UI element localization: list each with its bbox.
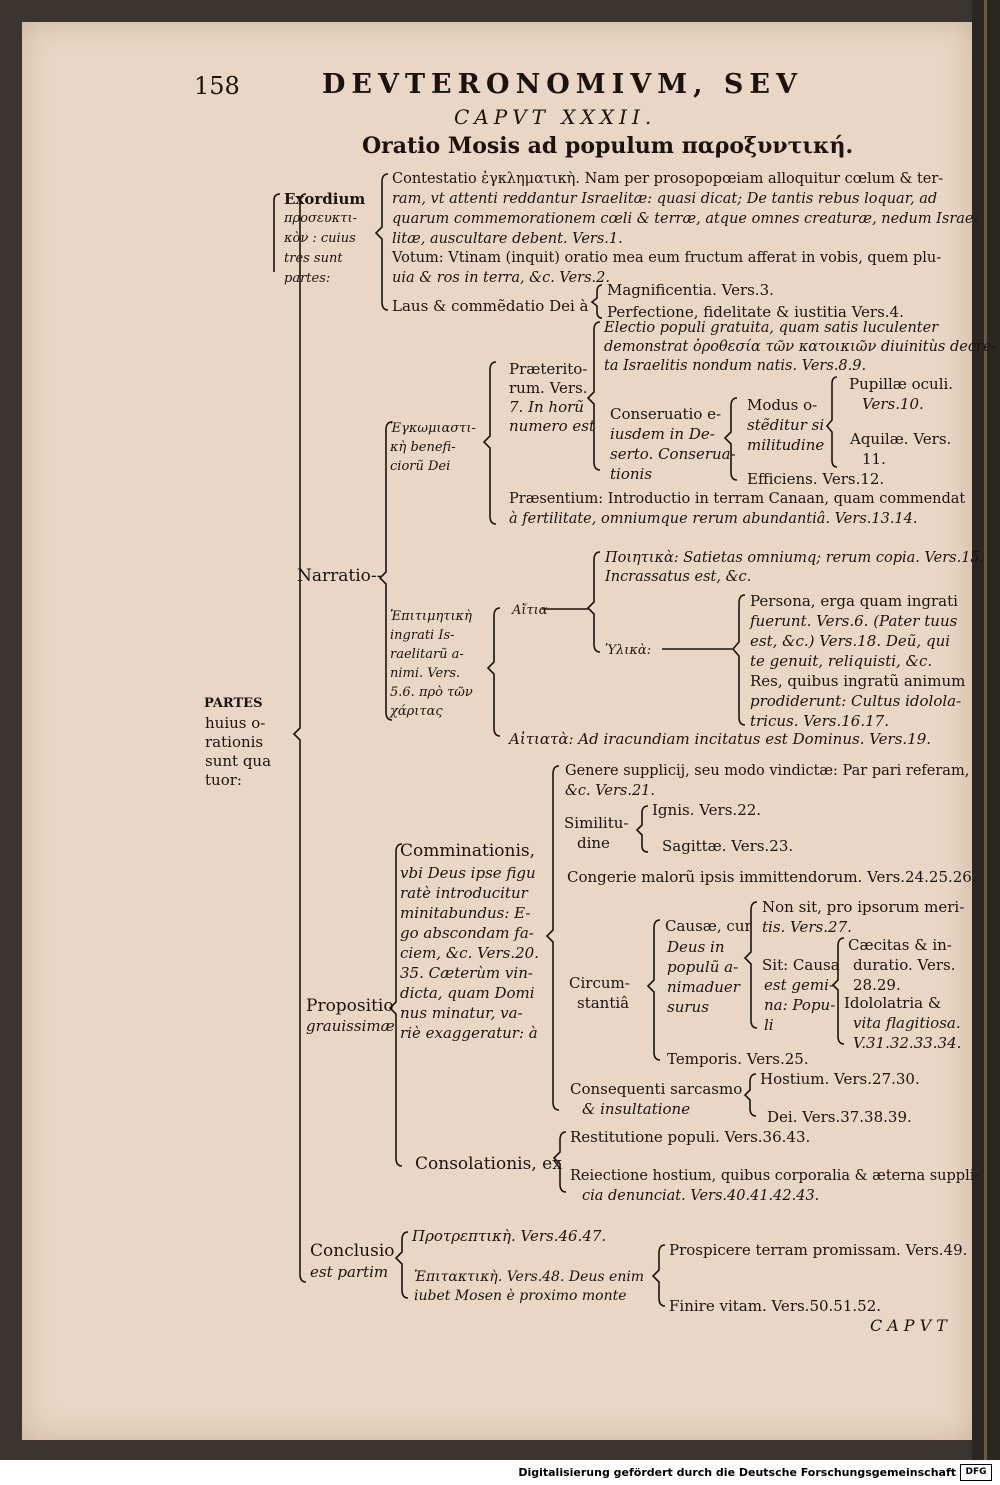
bracket-conseruatio (723, 397, 738, 481)
bracket-circumstantia (646, 919, 661, 1061)
bracket-consolationis (552, 1131, 567, 1193)
aitiatika-text: Αἰτιατὰ: Ad iracundiam incitatus est Dom… (509, 730, 932, 748)
restitutione-text: Restitutione populi. Vers.36.43. (570, 1128, 811, 1146)
running-head: DEVTERONOMIVM, SEV (322, 69, 803, 100)
efficiens-text: Efficiens. Vers.12. (747, 470, 885, 488)
exordium-label-line: κὸν : cuius (284, 231, 356, 246)
digitization-footer: Digitalisierung gefördert durch die Deut… (0, 1460, 1000, 1485)
laus-text: Laus & commẽdatio Dei à (392, 297, 589, 315)
bracket-epitaktike (651, 1244, 666, 1307)
root-label-line: huius o- (205, 714, 266, 732)
bracket-epitimetike (486, 607, 501, 737)
dfg-logo: DFG (960, 1464, 992, 1481)
perfectione-text: Perfectione, fidelitate & iustitia Vers.… (607, 303, 904, 321)
page-number: 158 (194, 72, 240, 100)
bracket-propositio (388, 843, 403, 1167)
bracket-sit (831, 937, 845, 1045)
bracket-narratio (378, 421, 393, 721)
consolationis-label: Consolationis, ex (415, 1154, 562, 1174)
root-label-line: tuor: (205, 771, 242, 789)
book-page: 158 DEVTERONOMIVM, SEV CAPVT XXXII. Orat… (22, 22, 996, 1440)
bracket-consequenti (743, 1073, 757, 1117)
catchword: CAPVT (870, 1316, 952, 1335)
finire-text: Finire vitam. Vers.50.51.52. (669, 1297, 882, 1315)
protreptike-text: Προτρεπτικὴ. Vers.46.47. (412, 1227, 607, 1245)
bracket-hylika (731, 594, 746, 726)
bracket-modus (825, 376, 838, 468)
bracket-aitia (586, 551, 601, 653)
narratio-label: Narratio-- (297, 566, 383, 586)
bracket-comminationis (545, 765, 560, 1111)
root-label-line: sunt qua (205, 752, 272, 770)
bracket-encomiastike (482, 361, 497, 525)
bracket-exordium-parts (374, 173, 389, 311)
bracket-praeteritorum (586, 321, 601, 471)
bracket-root (292, 193, 307, 1283)
exordium-label-line: partes: (284, 271, 331, 286)
exordium-label-line: προσευκτι- (284, 211, 357, 226)
bracket-causae (743, 901, 758, 1029)
root-label-line: rationis (205, 733, 264, 751)
bracket-exordium (273, 193, 281, 272)
temporis-text: Temporis. Vers.25. (667, 1050, 809, 1068)
root-label-line: PARTES (204, 696, 263, 711)
prospicere-text: Prospicere terram promissam. Vers.49. (669, 1241, 968, 1259)
bracket-lines (273, 173, 845, 1307)
footer-credit: Digitalisierung gefördert durch die Deut… (518, 1466, 956, 1479)
page-title: Oratio Mosis ad populum παροξυντική. (362, 133, 854, 159)
bracket-similitudine (635, 805, 649, 853)
congerie-text: Congerie malorũ ipsis immittendorum. Ver… (567, 868, 977, 886)
chapter-heading: CAPVT XXXII. (454, 105, 657, 129)
book-spine-edge (984, 0, 987, 1460)
ignis-text: Ignis. Vers.22. (652, 801, 762, 819)
hylika-label: Ὑλικὰ: (605, 643, 652, 658)
bracket-conclusio (394, 1231, 409, 1299)
hostium-text: Hostium. Vers.27.30. (760, 1070, 920, 1088)
aitia-label: Αἴτια (512, 603, 548, 618)
dei-text: Dei. Vers.37.38.39. (767, 1108, 912, 1126)
bracket-laus (590, 284, 603, 319)
exordium-label-line: tres sunt (284, 251, 343, 266)
magnificentia-text: Magnificentia. Vers.3. (607, 281, 774, 299)
sagittae-text: Sagittæ. Vers.23. (662, 837, 794, 855)
